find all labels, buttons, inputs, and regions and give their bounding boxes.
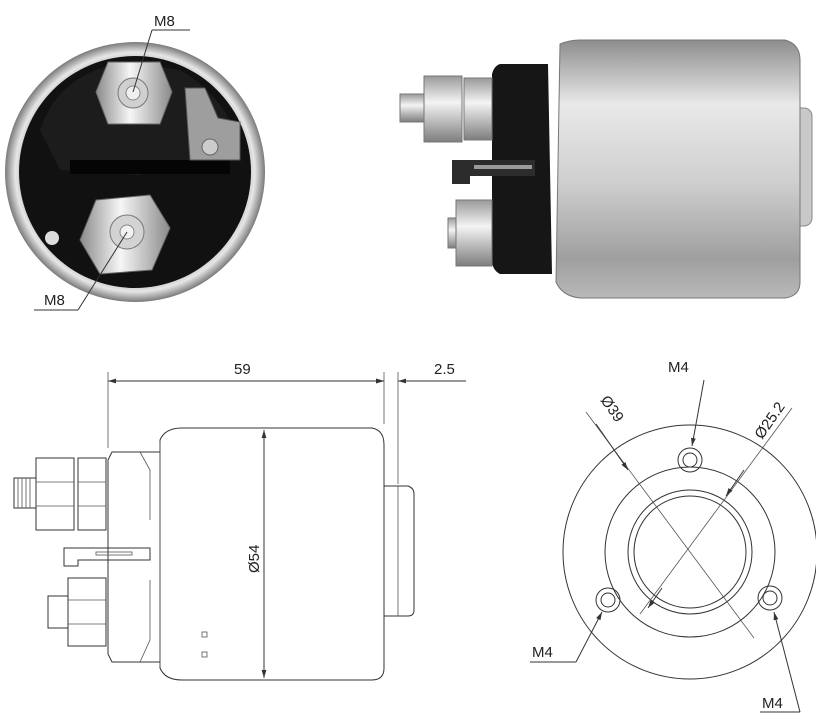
lower-stud (447, 199, 493, 267)
leader-m8-top (132, 29, 153, 93)
hole-left (595, 587, 621, 613)
label-hole-left: M4 (532, 644, 553, 661)
hole-right (757, 585, 783, 611)
side-view-photo (399, 39, 813, 299)
dim-diameter: Ø54 (246, 545, 263, 573)
separator-bar (70, 160, 230, 174)
label-m8-bottom: M8 (44, 292, 65, 309)
rear-cap-outline (384, 485, 415, 617)
leader-hole-left (575, 611, 603, 663)
solenoid-can (555, 39, 801, 299)
side-view-drawing: 59 2.5 Ø54 (13, 361, 466, 681)
leader-hole-top (691, 379, 705, 447)
dia-line-25 (639, 407, 793, 615)
tab-outline (63, 547, 151, 567)
cap-step (139, 451, 151, 663)
mark-dot-1 (201, 631, 208, 638)
mark-dot-2 (201, 651, 208, 658)
dia-arrow-25a (725, 469, 745, 497)
end-view-photo: M8 M8 (5, 13, 265, 311)
drawing-upper-stud (13, 457, 107, 531)
cap-outline (107, 451, 160, 663)
outer-circle (562, 424, 816, 680)
leader-m8-bottom (77, 231, 128, 311)
body-outline (159, 427, 385, 681)
tab-highlight (474, 165, 532, 169)
hole-top (677, 447, 703, 473)
leader-hole-right (773, 611, 801, 713)
drawing-lower-stud (47, 577, 107, 647)
label-m8-top: M8 (154, 13, 175, 30)
dim-length: 59 (234, 361, 251, 378)
label-hole-top: M4 (668, 359, 689, 376)
bore-outer (627, 489, 753, 615)
bore-inner (633, 495, 747, 609)
label-hole-right: M4 (762, 695, 783, 712)
terminal-stud-top (95, 61, 173, 125)
upper-stud (399, 75, 493, 143)
dim-outer-diameter: Ø39 (597, 393, 627, 426)
dim-offset: 2.5 (434, 361, 455, 378)
dia-arrow-25b (647, 587, 663, 609)
tab-inner (95, 551, 133, 556)
end-view-drawing: Ø39 Ø25.2 M4 M4 M4 (530, 359, 816, 713)
tab-bracket (184, 87, 241, 161)
rivet-left (45, 231, 59, 245)
dia-arrow-39 (595, 423, 629, 471)
